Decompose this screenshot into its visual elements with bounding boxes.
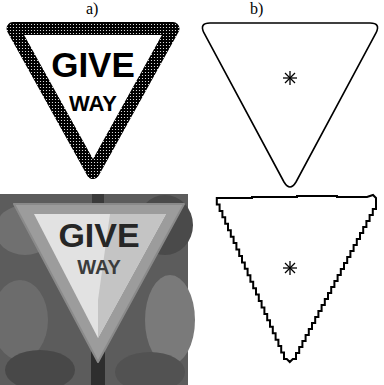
extracted-outline — [217, 195, 376, 362]
sign-text: WAY — [0, 92, 186, 116]
panel-label: b) — [250, 0, 263, 17]
sign-photo — [0, 194, 195, 385]
sign-drawing: GIVE WAY — [0, 20, 186, 192]
centroid-mark — [283, 71, 297, 85]
sign-text: WAY — [14, 256, 184, 278]
centroid-mark — [283, 261, 297, 275]
sign-text: GIVE — [0, 46, 186, 84]
panel-label: a) — [86, 0, 98, 17]
sign-text: GIVE — [14, 218, 184, 252]
sign-in-photo: GIVE WAY — [14, 204, 184, 362]
sign-outline — [202, 23, 377, 187]
